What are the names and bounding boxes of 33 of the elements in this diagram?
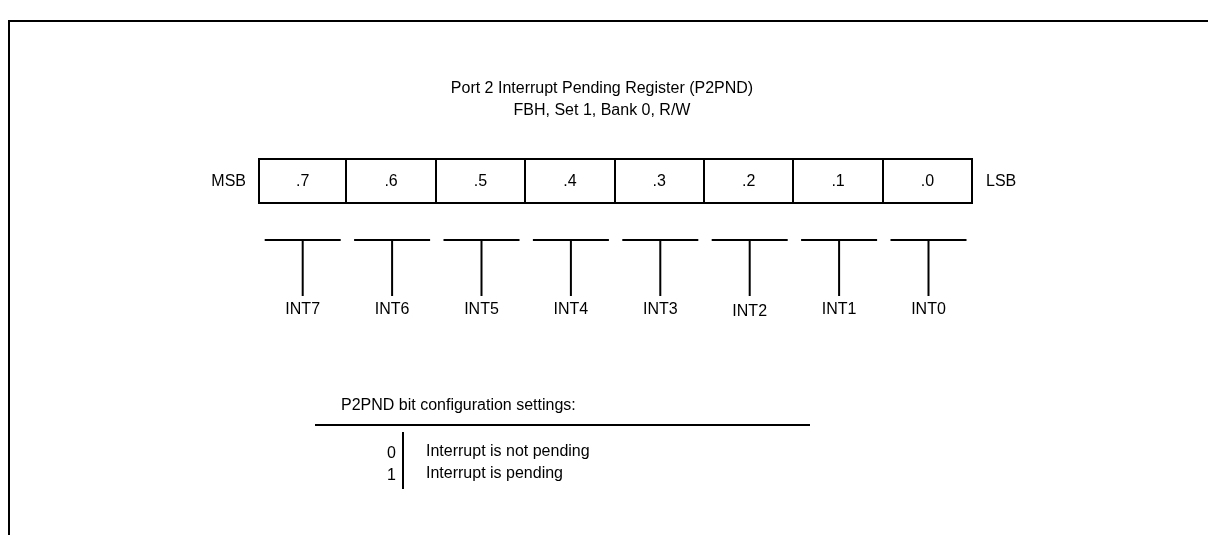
register-bit-cell: .7 (258, 158, 348, 204)
settings-heading: P2PND bit configuration settings: (341, 396, 576, 414)
leader-line (889, 239, 968, 297)
bit-name-label: INT3 (642, 300, 678, 318)
setting-value: 0 (387, 444, 396, 462)
leader-line (263, 239, 342, 297)
leader-line (442, 239, 521, 297)
bit-name-label: INT7 (285, 300, 320, 318)
leader-line (621, 239, 700, 297)
register-subtitle: FBH, Set 1, Bank 0, R/W (513, 101, 691, 119)
bit-name-label: INT6 (374, 300, 410, 318)
setting-value: 1 (387, 466, 396, 484)
setting-description: Interrupt is pending (426, 464, 563, 482)
setting-description: Interrupt is not pending (426, 442, 590, 460)
msb-label: MSB (211, 172, 246, 190)
bit-name-label: INT0 (911, 300, 946, 318)
register-bit-cell: .0 (881, 158, 974, 204)
bit-name-label: INT5 (464, 300, 499, 318)
bit-name-label: INT4 (553, 300, 589, 318)
register-bit-cell: .3 (613, 158, 705, 204)
bit-name-label: INT2 (732, 302, 767, 320)
leader-line (800, 239, 879, 297)
register-bit-cell: .1 (792, 158, 884, 204)
register-bit-cell: .2 (703, 158, 795, 204)
leader-line (531, 239, 610, 297)
register-bit-cell: .6 (345, 158, 437, 204)
register-bit-cell: .4 (524, 158, 616, 204)
leader-line (353, 239, 432, 297)
leader-line (710, 239, 789, 297)
register-title: Port 2 Interrupt Pending Register (P2PND) (450, 79, 754, 97)
lsb-label: LSB (986, 172, 1017, 190)
register-bit-cell: .5 (434, 158, 527, 204)
bit-name-label: INT1 (821, 300, 857, 318)
